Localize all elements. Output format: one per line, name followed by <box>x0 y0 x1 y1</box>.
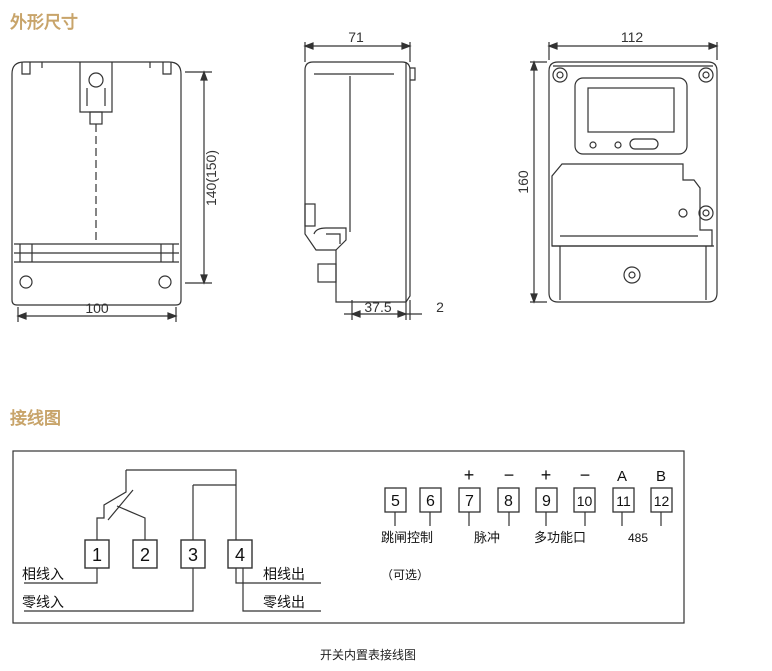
terminal-number: 1 <box>92 545 102 565</box>
terminal-box <box>84 539 110 569</box>
main-terminal-2: 2 <box>132 539 158 569</box>
side-bottom-gap-dimension-label: 2 <box>436 299 444 315</box>
aux-terminal-5: 5 <box>384 487 407 513</box>
aux-terminal-6: 6 <box>419 487 442 513</box>
polarity-marker: − <box>504 465 515 485</box>
polarity-marker: − <box>580 465 591 485</box>
phase-out-label: 相线出 <box>263 567 305 583</box>
aux-terminal-8: 8 <box>497 487 520 513</box>
main-terminal-1: 1 <box>84 539 110 569</box>
terminal-number: 3 <box>188 545 198 565</box>
wiring-title: 接线图 <box>10 409 61 429</box>
side-depth-dimension-label: 71 <box>348 29 364 45</box>
phase-in-label: 相线入 <box>22 567 64 583</box>
dimensions-title: 外形尺寸 <box>10 13 78 33</box>
rs485-label: 485 <box>628 531 648 545</box>
terminal-box <box>612 487 635 513</box>
aux-terminal-11: 11 <box>612 487 635 513</box>
polarity-marker: + <box>464 465 475 485</box>
terminal-number: 10 <box>577 493 593 509</box>
terminal-box <box>650 487 673 513</box>
pulse-label: 脉冲 <box>474 531 500 546</box>
terminal-number: 12 <box>654 493 670 509</box>
terminal-number: 8 <box>504 493 513 510</box>
meter-front-drawing <box>530 42 719 304</box>
front-width-dimension-label: 100 <box>85 300 109 316</box>
terminal-box <box>458 487 481 513</box>
main-terminal-group: 1 2 3 4 <box>84 539 253 569</box>
terminal-number: 11 <box>616 493 631 509</box>
terminal-box <box>180 539 206 569</box>
neutral-in-label: 零线入 <box>22 595 64 611</box>
terminal-box <box>419 487 442 513</box>
main-terminal-3: 3 <box>180 539 206 569</box>
optional-label: （可选） <box>381 568 429 582</box>
multifunction-port-label: 多功能口 <box>534 530 586 546</box>
front-height-dimension-label: 140(150) <box>203 150 219 206</box>
polarity-marker: A <box>617 468 627 485</box>
terminal-box <box>227 539 253 569</box>
terminal-number: 2 <box>140 545 150 565</box>
terminal-box <box>384 487 407 513</box>
terminal-number: 6 <box>426 493 435 510</box>
terminal-box <box>573 487 596 513</box>
front-view-drawing <box>11 61 212 322</box>
terminal-number: 7 <box>465 493 474 510</box>
terminal-box <box>535 487 558 513</box>
aux-terminal-group: 5 6 7 8 9 10 11 12 <box>384 487 673 513</box>
polarity-marker-group: + − + − A B <box>464 465 666 485</box>
terminal-number: 9 <box>542 493 551 510</box>
side-view-drawing <box>303 42 422 320</box>
trip-control-label: 跳闸控制 <box>381 531 433 546</box>
meter-width-dimension-label: 112 <box>621 29 644 45</box>
aux-terminal-10: 10 <box>573 487 596 513</box>
neutral-out-label: 零线出 <box>263 595 305 611</box>
terminal-box <box>132 539 158 569</box>
main-terminal-4: 4 <box>227 539 253 569</box>
polarity-marker: + <box>541 465 552 485</box>
terminal-box <box>497 487 520 513</box>
terminal-number: 4 <box>235 545 245 565</box>
wiring-caption: 开关内置表接线图 <box>320 648 417 662</box>
aux-terminal-9: 9 <box>535 487 558 513</box>
polarity-marker: B <box>656 468 666 485</box>
aux-terminal-12: 12 <box>650 487 673 513</box>
meter-height-dimension-label: 160 <box>515 170 531 194</box>
wiring-diagram <box>12 450 685 624</box>
side-bottom-depth-dimension-label: 37.5 <box>364 299 391 315</box>
terminal-number: 5 <box>391 493 400 510</box>
aux-terminal-7: 7 <box>458 487 481 513</box>
